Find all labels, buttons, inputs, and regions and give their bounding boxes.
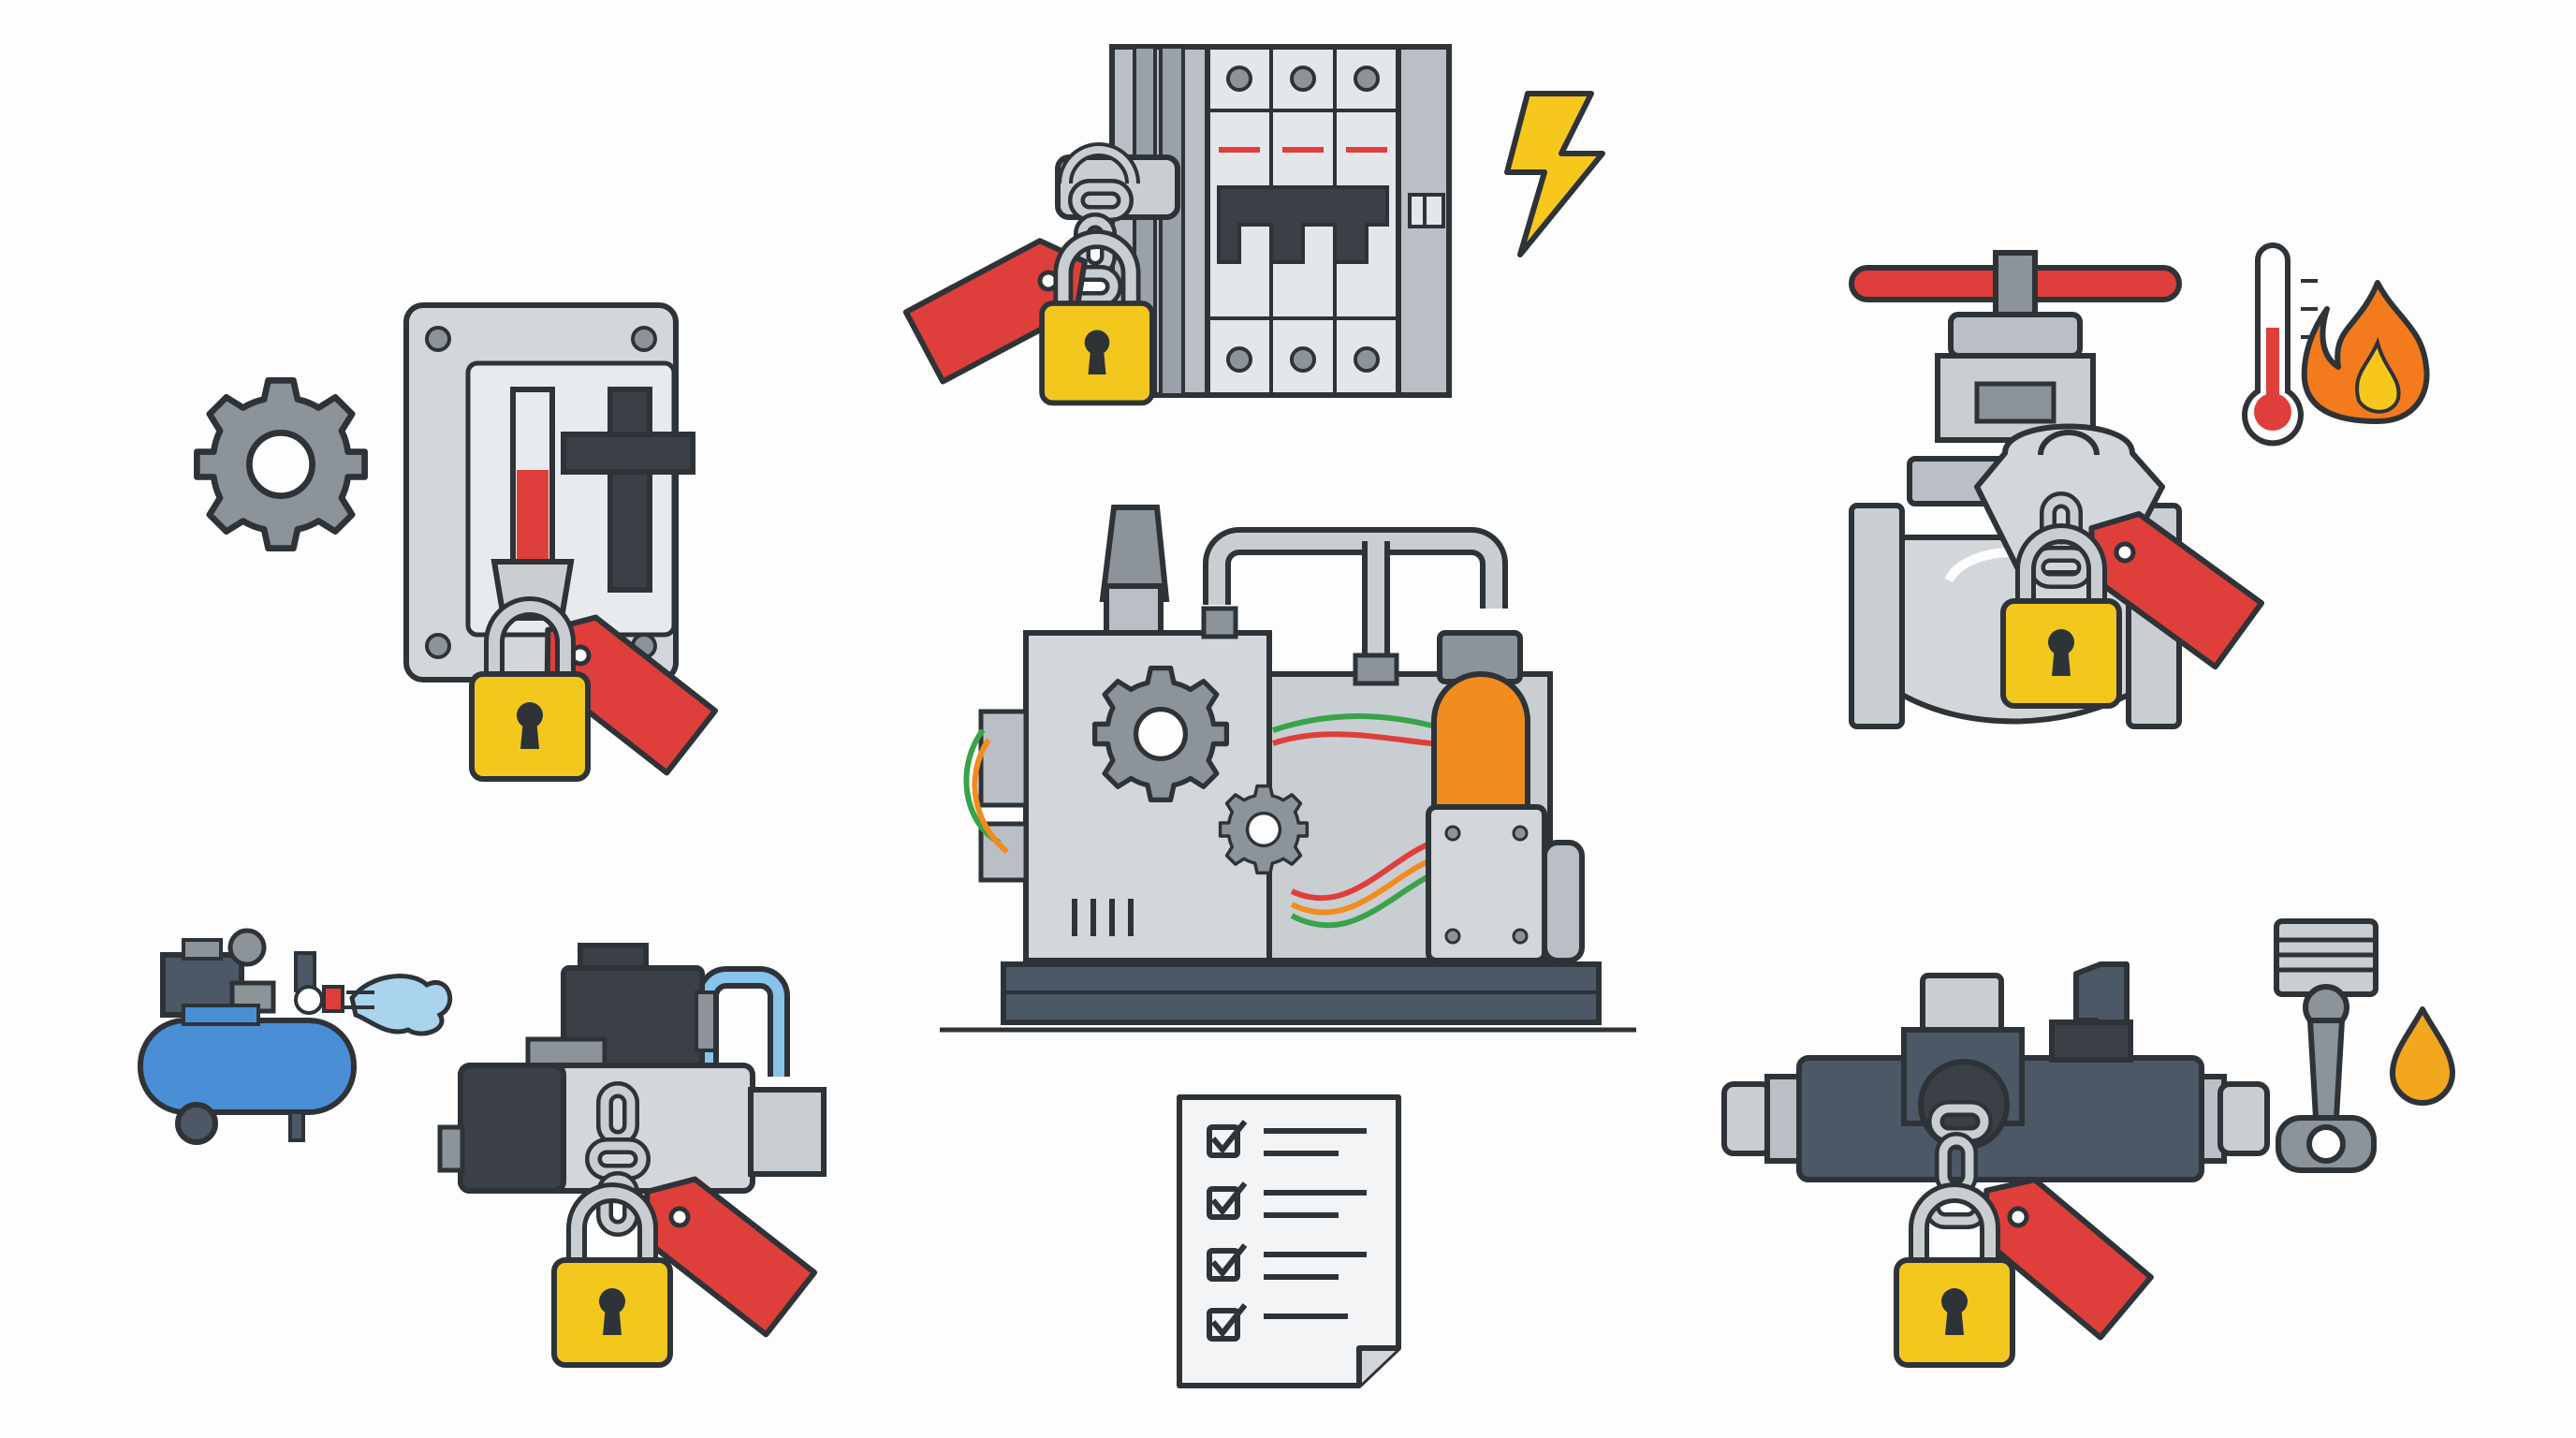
- thermometer-icon: [2242, 242, 2318, 447]
- pneumatic-group: [138, 928, 827, 1365]
- hydraulic-valve: [1721, 961, 2270, 1182]
- air-compressor-icon: [138, 928, 453, 1145]
- hydraulic-group: [1721, 918, 2455, 1365]
- gear-icon: [197, 380, 364, 548]
- breaker-panel-group: [906, 44, 1605, 403]
- piston-icon: [2274, 918, 2378, 1173]
- disconnect-switch: [403, 302, 695, 682]
- oil-drop-icon: [2390, 1006, 2455, 1106]
- disconnect-switch-group: [197, 302, 715, 779]
- pneumatic-solenoid-valve: [437, 943, 827, 1194]
- procedure-checklist: [1177, 1094, 1401, 1388]
- industrial-machine: [940, 505, 1636, 1033]
- circuit-breaker-panel: [1109, 44, 1452, 398]
- machine-gear-small: [1218, 784, 1310, 875]
- lightning-bolt-icon: [1504, 91, 1605, 257]
- machine-gear-large: [1095, 668, 1227, 800]
- gate-valve-group: [1849, 242, 2430, 729]
